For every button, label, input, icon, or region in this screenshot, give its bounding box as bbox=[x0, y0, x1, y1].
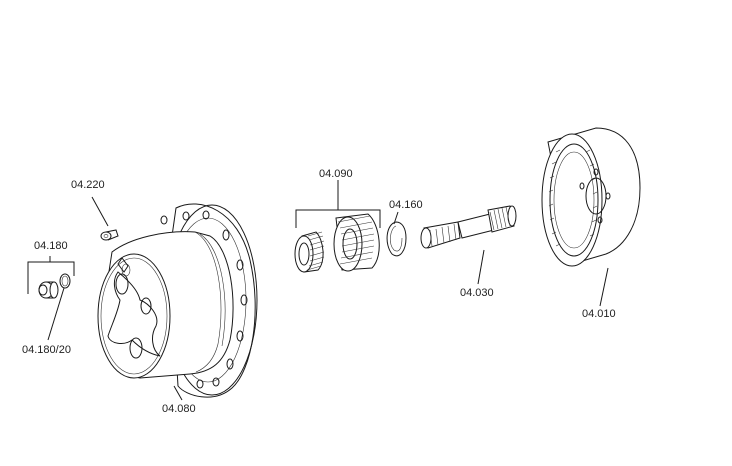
label-04030[interactable]: 04.030 bbox=[460, 287, 494, 299]
label-04010[interactable]: 04.010 bbox=[582, 308, 616, 320]
screw-part-04220[interactable] bbox=[100, 229, 119, 241]
housing-part-04080[interactable] bbox=[97, 203, 258, 398]
plug-part-04180[interactable] bbox=[38, 281, 59, 299]
leader-lines bbox=[27, 180, 609, 401]
oring-part-04180-20[interactable] bbox=[59, 273, 71, 289]
label-04160[interactable]: 04.160 bbox=[389, 199, 423, 211]
label-04220[interactable]: 04.220 bbox=[71, 179, 105, 191]
snap-ring-part-04160[interactable] bbox=[386, 221, 407, 257]
label-04080[interactable]: 04.080 bbox=[162, 403, 196, 415]
gear-bearing-part-04090[interactable] bbox=[294, 213, 380, 273]
label-04180[interactable]: 04.180 bbox=[34, 240, 68, 252]
label-04090[interactable]: 04.090 bbox=[319, 168, 353, 180]
ring-gear-part-04010[interactable] bbox=[541, 127, 641, 267]
label-04180-20[interactable]: 04.180/20 bbox=[22, 344, 71, 356]
shaft-part-04030[interactable] bbox=[420, 205, 517, 249]
